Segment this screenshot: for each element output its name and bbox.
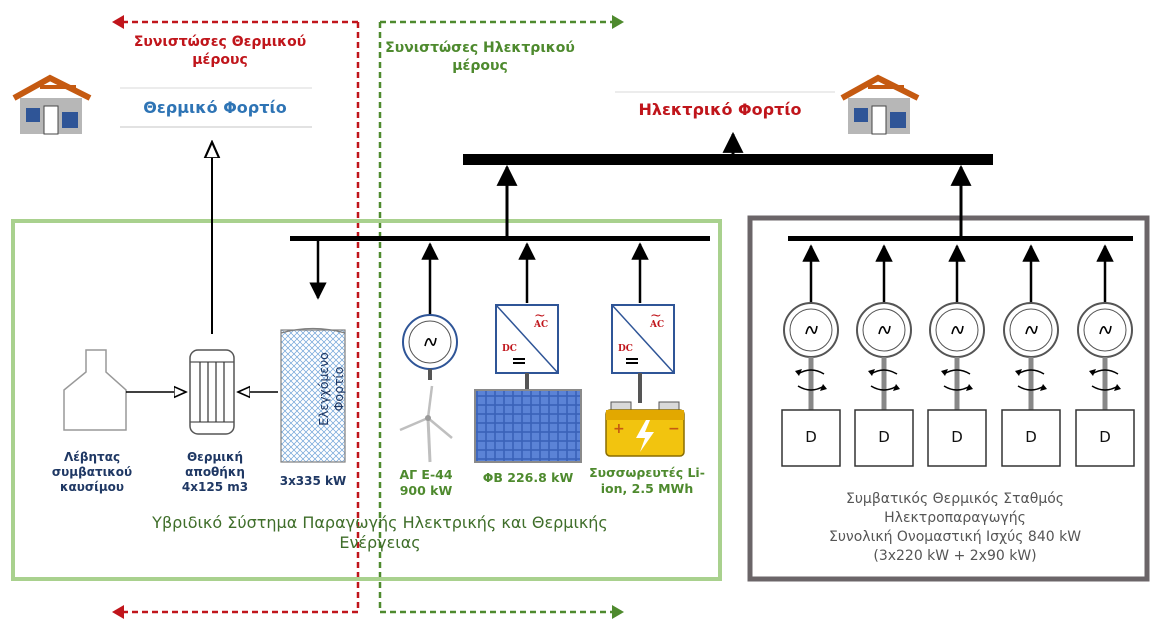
boiler-label: Λέβητας συμβατικού καυσίμου (51, 450, 133, 494)
hybrid-system-title: Υβριδικό Σύστημα Παραγωγής Ηλεκτρικής κα… (152, 513, 608, 552)
svg-text:~: ~ (650, 308, 662, 324)
boiler-icon (63, 349, 127, 431)
diesel-generator-3 (927, 244, 987, 467)
conventional-station-box (747, 215, 1150, 582)
diesel-generators (781, 244, 1135, 467)
pv-ac-label: AC (534, 320, 549, 330)
hybrid-busbar (290, 236, 710, 241)
conventional-line-1: Συμβατικός Θερμικός Σταθμός (845, 491, 1065, 507)
controlled-load-box (280, 329, 346, 463)
conventional-line-2: Ηλεκτροπαραγωγής (884, 509, 1026, 526)
conventional-line-3: Συνολική Ονομαστική Ισχύς 840 kW (828, 528, 1082, 545)
diesel-label-1: D (805, 428, 817, 446)
diesel-label-4: D (1025, 428, 1037, 446)
pv-inverter-icon: ~ (495, 304, 559, 392)
electrical-house-icon (840, 74, 920, 135)
battery-inverter-icon: ~ (611, 304, 675, 403)
battery-icon: + − (605, 401, 685, 457)
diesel-generator-4 (1001, 244, 1061, 467)
electrical-boundary (378, 15, 624, 619)
electrical-components-heading: Συνιστώσες Ηλεκτρικού μέρους (385, 40, 575, 74)
svg-text:−: − (668, 421, 680, 437)
thermal-load-label: Θερμικό Φορτίο (143, 98, 287, 117)
conventional-line-4: (3x220 kW + 2x90 kW) (873, 547, 1037, 564)
diesel-label-5: D (1099, 428, 1111, 446)
diesel-label-2: D (878, 428, 890, 446)
hybrid-system-box (11, 219, 722, 581)
wind-turbine-icon (399, 385, 453, 463)
svg-text:~: ~ (534, 308, 546, 324)
controlled-load-label: 3x335 kW (279, 474, 347, 488)
pv-panel-icon (474, 389, 582, 463)
pv-dc-label: DC (502, 344, 517, 354)
battery-ac-label: AC (650, 320, 665, 330)
electrical-load-label: Ηλεκτρικό Φορτίο (638, 100, 802, 119)
thermal-storage-icon (189, 349, 235, 435)
battery-label: Συσσωρευτές Li-ion, 2.5 MWh (589, 465, 705, 496)
diesel-generator-1 (781, 244, 841, 467)
thermal-boundary (112, 15, 360, 619)
conventional-busbar (788, 236, 1133, 241)
thermal-components-heading: Συνιστώσες Θερμικού μέρους (133, 34, 307, 68)
thermal-storage-label: Θερμική αποθήκη 4x125 m3 (181, 450, 249, 494)
diesel-label-3: D (951, 428, 963, 446)
conventional-station-description: Συμβατικός Θερμικός Σταθμός Ηλεκτροπαραγ… (770, 490, 1140, 566)
pv-label: ΦΒ 226.8 kW (482, 470, 574, 485)
battery-dc-label: DC (618, 344, 633, 354)
diesel-generator-5 (1075, 244, 1135, 467)
diesel-generator-2 (854, 244, 914, 467)
wind-generator-icon (402, 314, 458, 380)
controlled-load-inner-label: Ελεγχόμενο Φορτίο (316, 352, 346, 426)
main-busbar (463, 154, 993, 165)
wind-label: ΑΓ Ε-44 900 kW (399, 467, 453, 498)
svg-text:+: + (613, 421, 625, 437)
thermal-house-icon (12, 74, 92, 135)
